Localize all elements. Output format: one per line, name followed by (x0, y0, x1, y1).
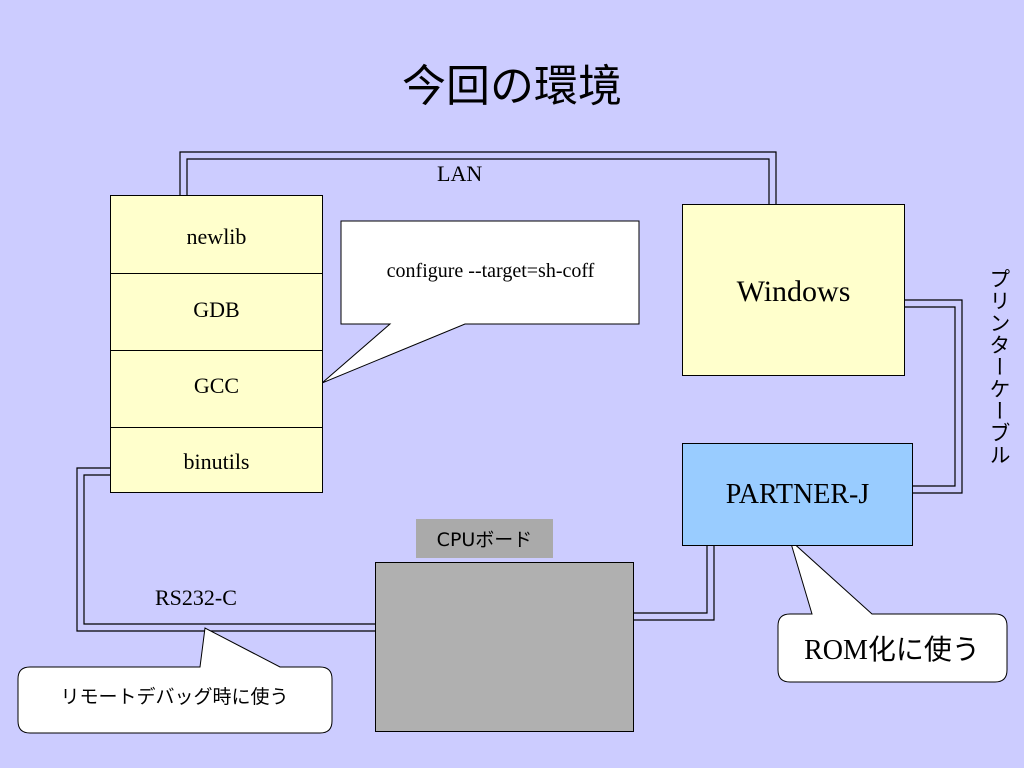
rs232c-cable (76, 467, 375, 632)
remote-debug-callout (17, 627, 333, 734)
windows-box: Windows (682, 204, 905, 376)
partner-j-box: PARTNER-J (682, 443, 913, 546)
printer-cable (905, 299, 963, 494)
stack-layer-newlib: newlib (111, 196, 322, 274)
configure-callout (321, 220, 640, 384)
rom-callout (777, 538, 1008, 683)
rom-callout-text: ROM化に使う (804, 635, 980, 666)
cpu-board-label: CPUボード (416, 519, 553, 558)
toolchain-stack: newlib GDB GCC binutils (110, 195, 323, 493)
slide-title: 今回の環境 (402, 61, 622, 112)
cpu-board (375, 562, 634, 732)
lan-label: LAN (437, 161, 483, 186)
printer-cable-label: プリンターケーブル (987, 268, 1011, 466)
rs232c-label: RS232-C (155, 585, 237, 610)
remote-debug-callout-text: リモートデバッグ時に使う (60, 686, 289, 708)
cpu-partner-cable (632, 546, 715, 621)
stack-layer-gcc: GCC (111, 350, 322, 428)
lan-cable (179, 151, 777, 204)
stack-layer-gdb: GDB (111, 273, 322, 351)
stack-layer-binutils: binutils (183, 449, 250, 474)
configure-callout-text: configure --target=sh-coff (386, 260, 595, 282)
